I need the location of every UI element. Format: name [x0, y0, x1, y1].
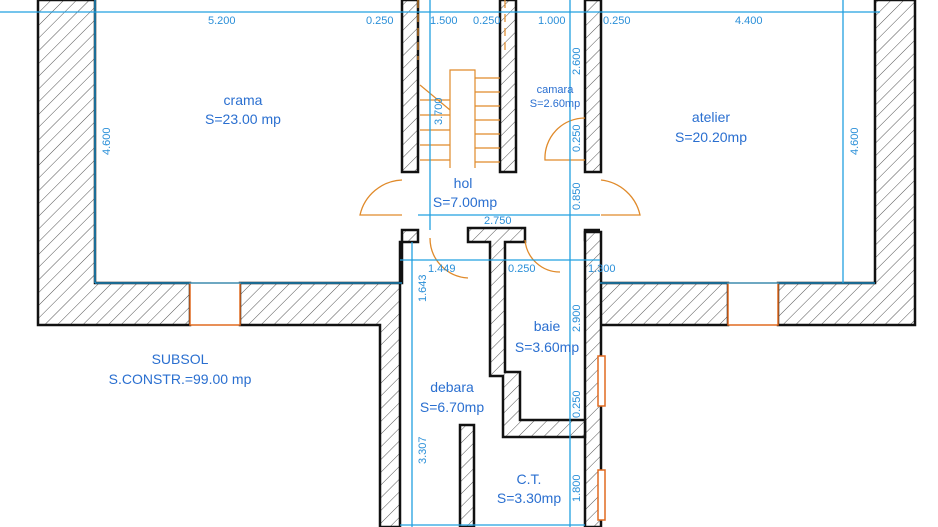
dim-mid-1: 0.250 [508, 263, 536, 275]
window-atelier [727, 282, 779, 326]
walls [36, 0, 917, 527]
dim-debara-h: 3.307 [417, 436, 429, 464]
door-atelier [600, 179, 641, 216]
stairs [417, 0, 506, 168]
door-baie [524, 239, 561, 273]
dim-top-4: 1.000 [538, 15, 566, 27]
wall-debara-partition [458, 423, 476, 527]
window-crama [189, 282, 241, 326]
room-camara-name: camara [537, 84, 575, 96]
dim-top-1: 0.250 [366, 15, 394, 27]
room-crama-name: crama [224, 92, 263, 108]
dim-top-0: 5.200 [208, 15, 236, 27]
door-camara [544, 117, 586, 161]
summary-title: SUBSOL [152, 351, 209, 367]
door-debara [429, 237, 469, 279]
window-baie [597, 355, 606, 407]
dim-top-6: 4.400 [735, 15, 763, 27]
room-labels: crama S=23.00 mp atelier S=20.20mp camar… [109, 84, 748, 506]
dim-stair: 3.700 [433, 97, 445, 125]
dim-hol-h: 0.850 [571, 182, 583, 210]
dim-top-2: 1.500 [430, 15, 458, 27]
room-hol-area: S=7.00mp [433, 194, 497, 210]
window-ct [597, 469, 606, 521]
room-debara-area: S=6.70mp [420, 399, 484, 415]
dim-mid-2: 1.300 [588, 263, 616, 275]
summary-area: S.CONSTR.=99.00 mp [109, 371, 252, 387]
room-baie-name: baie [534, 318, 561, 334]
dim-ct-h: 1.800 [571, 474, 583, 502]
dim-baie-wall: 0.250 [571, 390, 583, 418]
doors [359, 117, 641, 279]
wall-baie-left [466, 226, 587, 439]
wall-left-outer [36, 0, 192, 327]
room-camara-area: S=2.60mp [530, 98, 580, 110]
dim-camara-wall: 0.250 [571, 124, 583, 152]
wall-right-outer [776, 0, 917, 327]
wall-stair-left [400, 0, 420, 174]
room-crama-area: S=23.00 mp [205, 111, 281, 127]
wall-stair-right [498, 0, 518, 174]
room-atelier-area: S=20.20mp [675, 129, 747, 145]
dim-hol-w: 2.750 [484, 215, 512, 227]
dim-top-5: 0.250 [603, 15, 631, 27]
room-debara-name: debara [430, 379, 474, 395]
room-ct-name: C.T. [517, 471, 542, 487]
door-crama [359, 179, 403, 216]
room-baie-area: S=3.60mp [515, 339, 579, 355]
dim-baie-h: 2.900 [571, 304, 583, 332]
dim-atelier-h: 4.600 [849, 127, 861, 155]
dim-mid-0: 1.449 [428, 263, 456, 275]
dimension-labels: 5.200 0.250 1.500 0.250 1.000 0.250 4.40… [101, 15, 861, 502]
wall-camara-right [583, 0, 603, 174]
room-ct-area: S=3.30mp [497, 490, 561, 506]
wall-crama-bottom [238, 228, 420, 527]
room-hol-name: hol [454, 175, 473, 191]
dim-crama-h: 4.600 [101, 127, 113, 155]
dimension-lines [0, 0, 880, 527]
dim-camara-h: 2.600 [571, 47, 583, 75]
room-atelier-name: atelier [692, 109, 730, 125]
dim-debara-top: 1.643 [417, 274, 429, 302]
dim-top-3: 0.250 [473, 15, 501, 27]
